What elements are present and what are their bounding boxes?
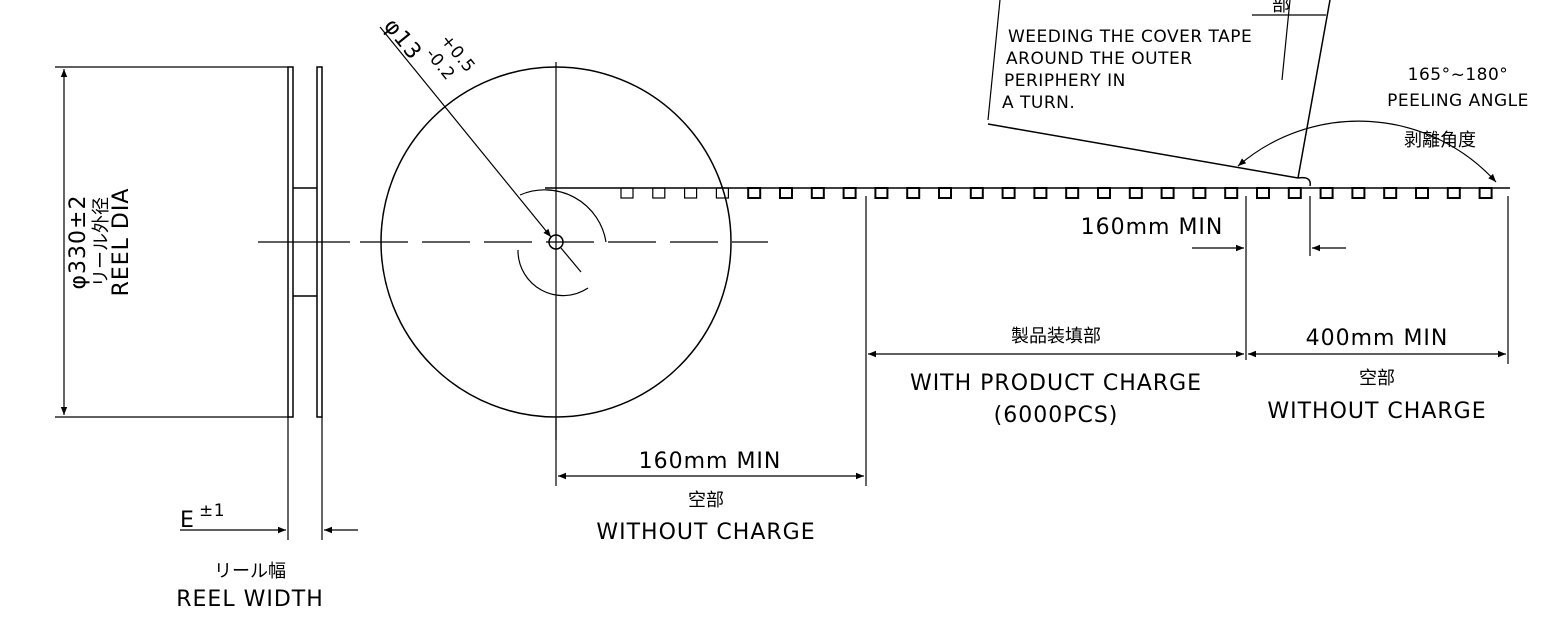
peel-section: 160mm MIN 部 WEEDING THE COVER TAPE AROUN… [987, 0, 1529, 256]
note-line-1: WEEDING THE COVER TAPE [1008, 27, 1252, 47]
tape-pocket [1192, 187, 1207, 199]
leader-dimension: 160mm MIN 空部 WITHOUT CHARGE [555, 196, 867, 545]
tape-pocket [1319, 187, 1334, 199]
cover-tape-bend [1297, 176, 1311, 187]
tape-pocket [747, 187, 762, 199]
tape-pocket [1256, 187, 1270, 199]
reel-dia-value: φ330±2 [66, 195, 91, 290]
tape-pocket [969, 187, 984, 199]
reel-dia-en: REEL DIA [109, 188, 134, 297]
peel-angle-jp: 剥離角度 [1404, 130, 1476, 151]
cover-tape-lower [1297, 0, 1331, 179]
note-corner-jp: 部 [1272, 0, 1290, 16]
trailer-dimension: 400mm MIN 空部 WITHOUT CHARGE [1248, 196, 1509, 424]
peel-angle-en: PEELING ANGLE [1387, 91, 1529, 111]
tape-pocket [1478, 187, 1493, 199]
note-line-3: PERIPHERY IN [1004, 71, 1126, 91]
reel-width-tolerance: ±1 [199, 501, 225, 521]
tape-pocket [1033, 187, 1048, 199]
product-jp: 製品装填部 [1011, 326, 1101, 347]
reel-width-jp: リール幅 [214, 561, 286, 582]
trailer-length: 400mm MIN [1306, 326, 1449, 351]
leader-length: 160mm MIN [639, 449, 782, 474]
trailer-jp: 空部 [1359, 368, 1395, 389]
reel-front-view: φ13 +0.5 -0.2 [360, 14, 768, 440]
peel-angle-arc [1237, 120, 1497, 183]
product-dimension: 製品装填部 WITH PRODUCT CHARGE (6000PCS) [868, 196, 1247, 428]
tape-pocket [620, 187, 634, 199]
note-box-right [1281, 0, 1291, 81]
tape-wind-arc-bottom [517, 249, 589, 297]
trailer-en: WITHOUT CHARGE [1267, 399, 1486, 424]
tape-pockets [620, 187, 1493, 199]
tape-pocket [810, 187, 825, 199]
tape-pocket [874, 187, 889, 199]
tape-pocket [938, 187, 952, 199]
bore-leader-tail [560, 247, 582, 273]
tape-pocket [715, 187, 730, 199]
peel-angle-value: 165°~180° [1408, 65, 1509, 85]
bore-leader-line [379, 26, 552, 238]
reel-width-symbol: E [180, 508, 195, 533]
product-qty: (6000PCS) [994, 403, 1119, 428]
tape-pocket [1415, 187, 1429, 199]
tape-pocket [1128, 187, 1143, 199]
tape-pocket [1001, 187, 1016, 199]
tape-pocket [1097, 187, 1111, 199]
reel-side-view: φ330±2 リール外径 REEL DIA E ±1 リール幅 REEL WID… [55, 66, 358, 612]
leader-en: WITHOUT CHARGE [596, 520, 815, 545]
tape-pocket [779, 187, 793, 199]
tape-pocket [683, 187, 698, 199]
peel-length: 160mm MIN [1081, 215, 1224, 240]
tape-pocket [1065, 187, 1080, 199]
tape-wind-arc-top [519, 189, 607, 243]
tape-pocket [906, 187, 921, 199]
product-en: WITH PRODUCT CHARGE [910, 371, 1202, 396]
bore-diameter: φ13 [378, 14, 426, 65]
note-box-left [987, 0, 1001, 121]
tape-pocket [1160, 187, 1175, 199]
carrier-tape [545, 187, 1510, 199]
tape-pocket [1383, 187, 1398, 199]
tape-pocket [1287, 187, 1302, 199]
tape-pocket [842, 187, 857, 199]
note-line-4: A TURN. [1002, 93, 1075, 113]
reel-dia-jp: リール外径 [91, 197, 112, 287]
tape-pocket [1224, 187, 1239, 199]
tape-pocket [652, 187, 666, 199]
cover-tape-upper [987, 123, 1299, 179]
note-line-2: AROUND THE OUTER [1006, 49, 1193, 69]
reel-width-en: REEL WIDTH [176, 587, 324, 612]
leader-jp: 空部 [688, 490, 724, 511]
tape-pocket [1446, 187, 1461, 199]
tape-pocket [1351, 187, 1366, 199]
